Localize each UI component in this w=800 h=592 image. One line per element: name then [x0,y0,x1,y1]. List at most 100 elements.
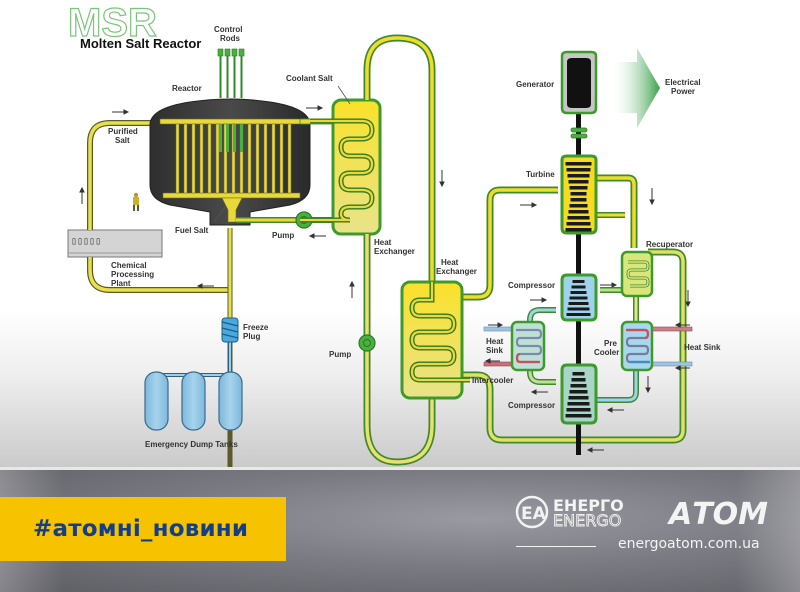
fuel-channel [175,123,180,194]
arrow-left-icon [196,283,214,289]
compressor-blade [572,372,585,376]
label-purified-salt-1: Purified [108,127,138,136]
arrow-down-icon [439,170,445,188]
arrow-left-icon [674,365,690,371]
control-rod [240,56,243,98]
compressor-blade [572,280,585,283]
compressor-blade [570,384,587,388]
turbine-blade [567,174,590,178]
recuperator [620,250,654,298]
label-heat-sink-left-2: Sink [486,346,503,355]
label-compressor-upper: Compressor [508,281,555,290]
pre-cooler [620,320,654,372]
arrow-right-icon [488,322,504,328]
turbine-blade [568,210,589,214]
label-recuperator: Recuperator [646,240,693,249]
control-rod [233,56,236,98]
reactor-vessel [149,98,341,226]
control-rod-head [238,48,245,57]
label-heat-exchanger-2a: Heat [441,258,459,267]
compressor-blade [569,390,588,394]
intercooler [510,320,546,372]
turbine-blade [570,192,587,196]
compressor-blade [568,396,589,400]
label-pump-secondary: Pump [329,350,351,359]
control-rod-head [224,48,231,57]
person-figure [133,192,139,211]
turbine-blade [566,222,591,226]
label-freeze-plug-1: Freeze [243,323,269,332]
msr-diagram: MSR Molten Salt Reactor ▯▯▯▯▯ [0,0,800,470]
compressor-blade [566,313,591,316]
website-link[interactable]: energoatom.com.ua [618,536,760,552]
turbine-blade [567,216,590,220]
energoatom-logo[interactable]: EA ЕНЕРГО ENERGO АТОМ [515,494,775,534]
compressor-loops [527,307,639,403]
energoatom-emblem-icon: EA [515,495,549,529]
control-rod-insert [226,124,229,152]
leader-fuel-salt [213,205,227,223]
label-chem-plant-2: Processing [111,270,154,279]
section-divider [0,467,800,470]
label-heat-sink-left-1: Heat [486,337,504,346]
fuel-channel [207,123,212,194]
arrow-right-icon [520,202,538,208]
arrow-left-icon [530,389,548,395]
fuel-channel [255,123,260,194]
label-electrical-power-2: Power [671,87,695,96]
fuel-channel [271,123,276,194]
hashtag-badge[interactable]: #атомні_новини [0,497,286,561]
turbine-blade [565,162,592,166]
arrow-right-icon [600,282,618,288]
compressor-blade [565,414,592,418]
arrow-down-icon [645,376,651,394]
compressor-upper [560,273,598,322]
diagram-title: MSR Molten Salt Reactor [67,0,201,51]
control-rods [217,48,245,152]
brand-bottom-text: ENERGO [553,511,621,530]
label-purified-salt-2: Salt [115,136,130,145]
electrical-power-arrow [610,48,660,128]
turbine-blade [569,204,588,208]
arrow-left-icon [586,447,604,453]
label-freeze-plug-2: Plug [243,332,260,341]
hashtag-text[interactable]: #атомні_новини [33,516,249,542]
label-chem-plant-3: Plant [111,279,131,288]
brand-top-text: ЕНЕРГО [553,496,624,515]
arrow-right-icon [530,297,548,303]
turbine-blade [569,186,588,190]
compressor-blade [568,302,589,305]
fuel-channel [191,123,196,194]
arrow-up-icon [349,280,355,298]
label-control-rods-2: Rods [220,34,241,43]
compressor-lower [560,363,598,425]
control-rod [226,56,229,98]
label-generator: Generator [516,80,554,89]
fuel-channel [215,123,220,194]
arrow-left-icon [484,358,500,364]
label-pre-cooler-2: Cooler [594,348,619,357]
label-heat-exchanger-1a: Heat [374,238,392,247]
label-heat-exchanger-1b: Exchanger [374,247,415,256]
arrow-right-icon [306,105,324,111]
turbine-blade [568,180,589,184]
turbine-blade [565,228,592,232]
label-dump-tanks: Emergency Dump Tanks [145,440,238,449]
fuel-channel [287,123,292,194]
label-coolant-salt: Coolant Salt [286,74,333,83]
power-loop [462,174,687,444]
control-rod-insert [219,124,222,152]
label-pre-cooler-1: Pre [604,339,617,348]
brand-right-text: АТОМ [667,497,768,532]
heat-exchanger-1 [300,98,382,236]
fuel-channel [183,123,188,194]
control-rod-insert [240,124,243,152]
control-rod-head [217,48,224,57]
fuel-channel [263,123,268,194]
label-heat-exchanger-2b: Exchanger [436,267,477,276]
secondary-pump [358,334,376,352]
news-footer-banner: #атомні_новини EA ЕНЕРГО ENERGO АТОМ ene… [0,470,800,592]
label-intercooler: Intercooler [472,376,513,385]
label-electrical-power-1: Electrical [665,78,701,87]
plant-display: ▯▯▯▯▯ [71,236,101,247]
